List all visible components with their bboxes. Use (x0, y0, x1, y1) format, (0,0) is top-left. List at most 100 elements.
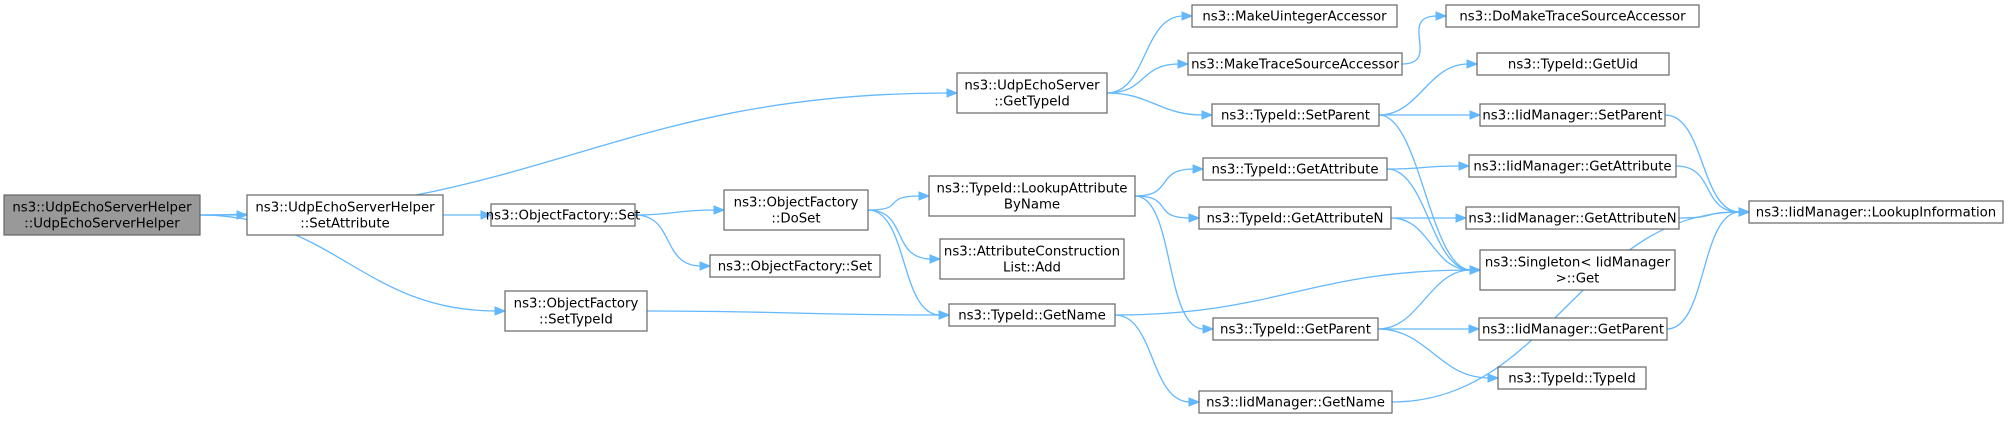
node-label-line: ns3::ObjectFactory::Set (486, 209, 640, 224)
edge-line (867, 209, 941, 316)
node-label-line: ns3::TypeId::GetAttribute (1211, 163, 1378, 178)
edge-ofdoset-to-lookupattr (867, 191, 931, 211)
edge-line (646, 310, 941, 316)
edge-line (1386, 165, 1461, 170)
node-iidgetparent[interactable]: ns3::IidManager::GetParent (1478, 317, 1668, 341)
edge-line (1666, 211, 1741, 330)
node-box (1468, 154, 1677, 178)
edge-tidgetattrn-to-iidgetattrn (1391, 213, 1468, 223)
call-nodes: ns3::UdpEchoServerHelper::UdpEchoServerH… (3, 4, 2004, 414)
edge-line (1377, 328, 1490, 379)
arrowhead-icon (1455, 213, 1468, 223)
edge-line (867, 195, 921, 211)
node-label-line: ::DoSet (771, 212, 820, 227)
edge-tidgetname-to-singleton (1114, 265, 1482, 316)
node-label-line: ns3::UdpEchoServer (964, 79, 1100, 94)
edge-iidgetattr-to-iidlookup (1675, 165, 1751, 217)
node-box (956, 72, 1108, 114)
node-label-line: ns3::TypeId::TypeId (1508, 372, 1636, 387)
node-box (1479, 249, 1676, 291)
arrowhead-icon (1469, 265, 1482, 275)
node-tidgetuid[interactable]: ns3::TypeId::GetUid (1476, 52, 1670, 76)
node-label-line: ns3::TypeId::GetParent (1220, 323, 1371, 338)
node-box (1478, 317, 1668, 341)
arrowhead-icon (1188, 397, 1201, 407)
node-ofset[interactable]: ns3::ObjectFactory::Set (486, 203, 640, 227)
node-box (1748, 200, 2004, 224)
arrowhead-icon (929, 254, 942, 264)
node-tidgetattr[interactable]: ns3::TypeId::GetAttribute (1202, 157, 1388, 181)
arrowhead-icon (1466, 59, 1479, 69)
edge-line (1377, 269, 1472, 330)
node-label-line: ns3::IidManager::GetAttribute (1473, 160, 1671, 175)
node-domktrace[interactable]: ns3::DoMakeTraceSourceAccessor (1445, 4, 1700, 28)
edge-uestid-to-tidsetparent (1106, 92, 1214, 120)
arrowhead-icon (480, 210, 493, 220)
node-tidgetname[interactable]: ns3::TypeId::GetName (948, 303, 1116, 327)
arrowhead-icon (699, 261, 712, 271)
edge-tidgetattr-to-iidgetattr (1386, 161, 1471, 171)
edge-ofset-to-ofdoset (634, 205, 726, 216)
node-label-line: ns3::UdpEchoServerHelper (255, 201, 435, 216)
node-mktrace[interactable]: ns3::MakeTraceSourceAccessor (1187, 52, 1403, 76)
node-box (928, 175, 1136, 217)
edge-lookupattr-to-tidgetattrn (1134, 195, 1201, 223)
node-mkuint[interactable]: ns3::MakeUintegerAccessor (1191, 4, 1398, 28)
node-label-line: ns3::IidManager::GetParent (1482, 323, 1664, 338)
node-iidgetattr[interactable]: ns3::IidManager::GetAttribute (1468, 154, 1677, 178)
arrowhead-icon (1469, 110, 1482, 120)
node-label-line: ns3::DoMakeTraceSourceAccessor (1459, 10, 1686, 25)
arrowhead-icon (1202, 324, 1215, 334)
node-tidtid[interactable]: ns3::TypeId::TypeId (1497, 366, 1647, 390)
node-label-line: ::SetAttribute (300, 217, 390, 232)
node-uestid[interactable]: ns3::UdpEchoServer::GetTypeId (956, 72, 1108, 114)
node-tidgetattrn[interactable]: ns3::TypeId::GetAttributeN (1198, 206, 1392, 230)
edge-ofset-to-ofset2 (634, 214, 712, 271)
node-label-line: ns3::TypeId::LookupAttribute (937, 182, 1128, 197)
edge-line (634, 214, 702, 267)
edge-uestid-to-mktrace (1106, 59, 1190, 94)
node-setattr[interactable]: ns3::UdpEchoServerHelper::SetAttribute (246, 194, 444, 236)
arrowhead-icon (1458, 161, 1471, 171)
edge-line (1378, 63, 1469, 116)
node-label-line: List::Add (1003, 261, 1061, 276)
node-box (1187, 52, 1403, 76)
node-box (504, 290, 648, 332)
edge-line (1114, 269, 1472, 316)
node-box (1211, 103, 1380, 127)
node-iidsetparent[interactable]: ns3::IidManager::SetParent (1479, 103, 1666, 127)
arrowhead-icon (1738, 207, 1751, 217)
node-iidgetattrn[interactable]: ns3::IidManager::GetAttributeN (1465, 206, 1680, 230)
node-box (1497, 366, 1647, 390)
node-box (1191, 4, 1398, 28)
arrowhead-icon (1188, 213, 1201, 223)
arrowhead-icon (494, 306, 507, 316)
node-tidsetparent[interactable]: ns3::TypeId::SetParent (1211, 103, 1380, 127)
node-iidlookup[interactable]: ns3::IidManager::LookupInformation (1748, 200, 2004, 224)
node-singleton[interactable]: ns3::Singleton< IidManager >::Get (1479, 249, 1676, 291)
node-ofset2[interactable]: ns3::ObjectFactory::Set (709, 254, 881, 278)
edge-line (1678, 211, 1741, 219)
node-iidgetname[interactable]: ns3::IidManager::GetName (1198, 390, 1393, 414)
edge-line (1106, 63, 1180, 94)
node-tidgetparent[interactable]: ns3::TypeId::GetParent (1212, 317, 1379, 341)
arrowhead-icon (1435, 11, 1448, 21)
node-label-line: ns3::ObjectFactory::Set (718, 260, 872, 275)
arrowhead-icon (1487, 373, 1500, 383)
edge-uestid-to-mkuint (1106, 11, 1194, 94)
arrowhead-icon (713, 205, 726, 215)
edge-line (1114, 314, 1191, 403)
edge-line (1134, 168, 1195, 197)
node-box (1212, 317, 1379, 341)
node-label-line: ns3::IidManager::GetAttributeN (1468, 212, 1676, 227)
node-ofdoset[interactable]: ns3::ObjectFactory::DoSet (723, 189, 869, 231)
edge-tidgetparent-to-iidgetparent (1378, 324, 1481, 334)
node-label-line: ns3::UdpEchoServerHelper (12, 201, 192, 216)
node-label-line: ns3::TypeId::GetAttributeN (1207, 212, 1384, 227)
node-label-line: ns3::IidManager::LookupInformation (1756, 206, 1996, 221)
node-box (3, 194, 201, 236)
node-ofsettid[interactable]: ns3::ObjectFactory::SetTypeId (504, 290, 648, 332)
